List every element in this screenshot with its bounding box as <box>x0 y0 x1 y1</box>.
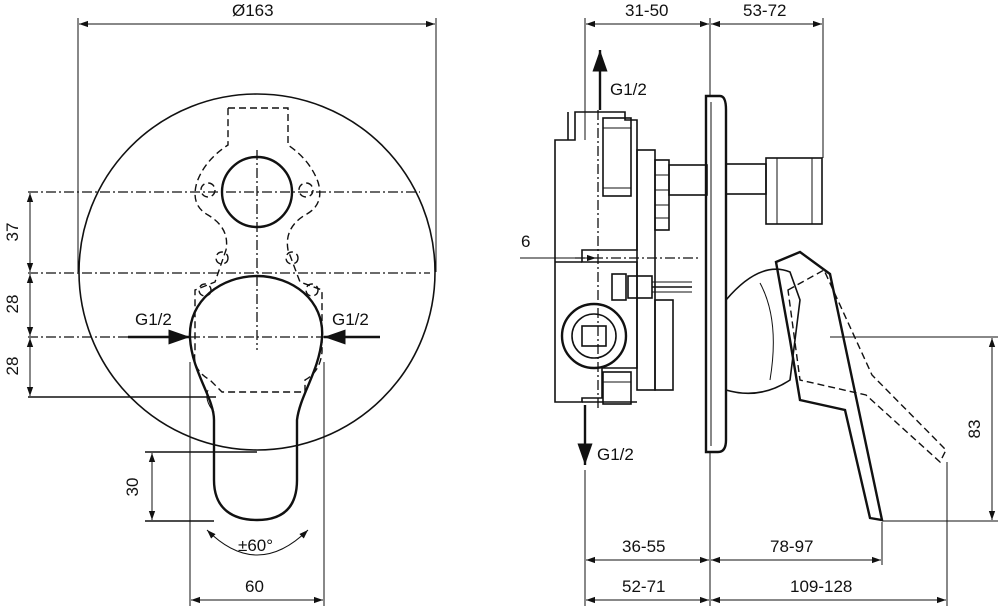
valve-housing <box>554 111 638 403</box>
inlet-circle-core <box>581 325 607 347</box>
dim-83-label: 83 <box>965 420 984 439</box>
diverter-knob-side <box>765 157 823 225</box>
screw-hole-tr <box>298 182 314 198</box>
inlet-left-label: G1/2 <box>135 310 172 329</box>
dim-top-b-label: 53-72 <box>743 1 786 20</box>
handle-lever <box>188 274 324 522</box>
outlet-bottom-label: G1/2 <box>597 445 634 464</box>
dim-bottom-a2-label: 52-71 <box>622 577 665 596</box>
screw-hole-tl <box>200 182 216 198</box>
screw-hole-bl <box>198 283 212 297</box>
dim-diameter-label: Ø163 <box>232 1 274 20</box>
dim-6-label: 6 <box>521 232 530 251</box>
mid-bolt-head <box>611 273 627 301</box>
lever-inner-line <box>206 389 215 413</box>
mid-bolt-nut <box>627 275 653 299</box>
inlet-circle-outer <box>560 302 628 370</box>
dim-bottom-b2-label: 109-128 <box>790 577 852 596</box>
diverter-neck <box>725 163 767 195</box>
screw-hole-br <box>305 283 319 297</box>
handle-base <box>725 268 801 395</box>
cover-plate <box>78 93 436 451</box>
dim-bottom-b1-label: 78-97 <box>770 537 813 556</box>
stem-top <box>668 164 708 196</box>
dim-top-a-label: 31-50 <box>625 1 668 20</box>
cartridge-body <box>636 149 656 391</box>
side-view: G1/2 G1/2 31-50 53-72 6 83 36-55 78-97 <box>520 1 998 606</box>
hidden-valve-body <box>193 107 323 393</box>
dim-28-upper-label: 28 <box>3 295 22 314</box>
dim-60-label: 60 <box>245 577 264 596</box>
top-connector <box>602 117 632 197</box>
lever-side <box>774 250 884 522</box>
screw-hole-ml <box>215 251 229 265</box>
inlet-right-label: G1/2 <box>332 310 369 329</box>
inlet-circle-inner <box>571 313 617 359</box>
cover-plate-side <box>704 94 728 454</box>
lever-rotated-dashed <box>787 269 947 464</box>
dim-30-label: 30 <box>123 478 142 497</box>
cartridge-lower <box>654 299 674 391</box>
dim-37-label: 37 <box>3 223 22 242</box>
rotation-label: ±60° <box>238 536 273 555</box>
cartridge-collar <box>654 159 670 231</box>
bottom-connector <box>602 371 632 405</box>
outlet-top-label: G1/2 <box>610 80 647 99</box>
rotation-arc <box>206 529 309 556</box>
handle-base-inner <box>759 282 774 381</box>
front-view: G1/2 G1/2 Ø163 37 28 28 30 ±60° 60 <box>3 1 437 606</box>
dim-bottom-a1-label: 36-55 <box>622 537 665 556</box>
screw-hole-mr <box>285 251 299 265</box>
dim-28-lower-label: 28 <box>3 357 22 376</box>
